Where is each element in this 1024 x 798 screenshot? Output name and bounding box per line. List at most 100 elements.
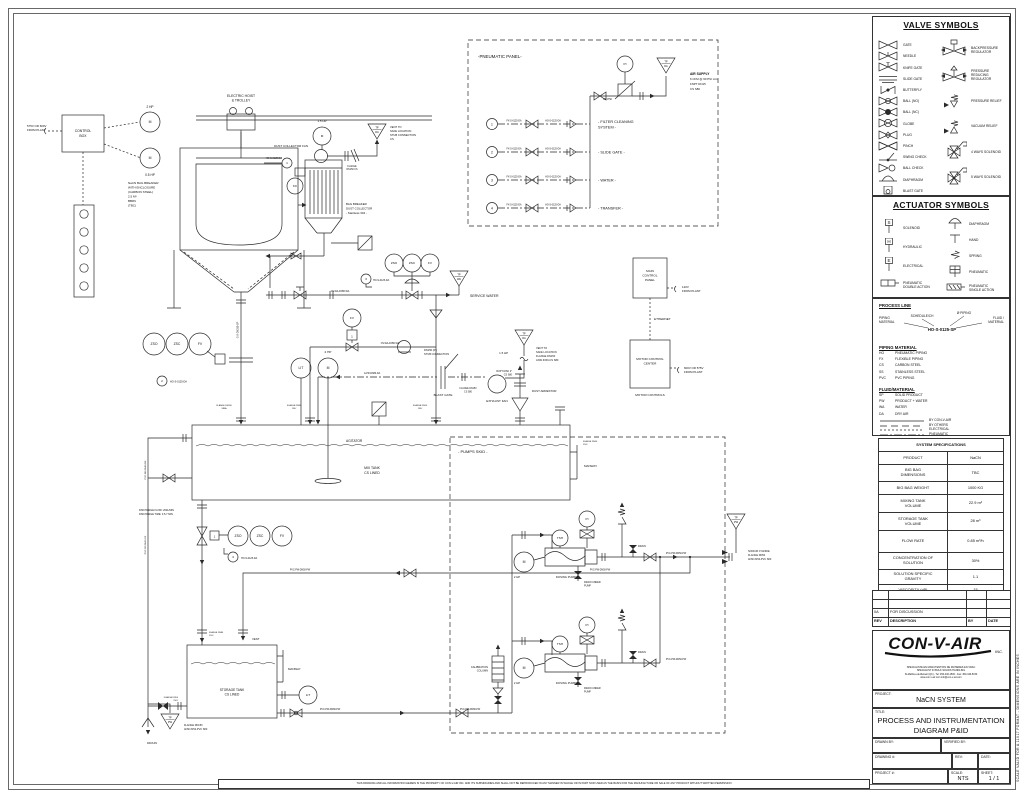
mix-tank-group — [191, 373, 578, 501]
bag-breaker5: BB#N — [128, 199, 136, 203]
tagline-1: SPECIALISTE EN MANUTENTION DE MATIERES E… — [906, 666, 976, 669]
code-desc: STAINLESS STEEL — [895, 369, 926, 374]
callout-diameter: Ø PIPING — [957, 311, 972, 315]
legend-label: SOLENOID — [903, 225, 921, 230]
svg-text:TSH: TSH — [557, 536, 563, 540]
exit3: ANSI #150-PVC S80 — [748, 558, 772, 561]
fv-fill: FV — [342, 308, 362, 328]
code-desc: SOLID PRODUCT — [895, 393, 923, 397]
svg-text:PW: PW — [734, 520, 739, 524]
rev-empty-cell — [966, 590, 987, 600]
svg-text:INC.: INC. — [995, 649, 1003, 654]
v120a: 120V — [682, 285, 689, 289]
mcc1: MOTOR CONTROL — [636, 357, 664, 361]
svg-text:PW: PW — [168, 720, 173, 724]
psingle-icon — [945, 280, 969, 298]
drawn-row: DRAWN BY: VERIFIED BY: — [872, 738, 1010, 753]
svg-text:H: H — [887, 239, 890, 244]
legend-label: NEEDLE — [903, 54, 917, 59]
svg-text:1: 1 — [491, 122, 493, 126]
piping-material-title: PIPING MATERIAL — [879, 345, 917, 350]
rev-empty-cell — [872, 599, 889, 609]
electric-hoist2: & TROLLEY — [232, 99, 251, 103]
bag-breaker3: (CARBON STEEL) — [128, 190, 153, 194]
legend-label: PNEUMATIC DOUBLE ACTION — [903, 280, 930, 289]
tag-4: 4 — [227, 551, 239, 563]
tag-3: 3 — [360, 273, 372, 285]
valve-swing-check: SWING CHECK — [877, 149, 927, 167]
fv-sol: 1 — [351, 335, 353, 339]
flow-arrow — [495, 644, 501, 649]
fluid-material-title: FLUID/MATERIAL — [879, 387, 915, 392]
sheet-label: SHEET: — [981, 770, 993, 775]
slide-icon — [877, 71, 903, 89]
drain-tagv1: PVC-DR-DN80-DR — [145, 460, 147, 479]
spec-value: 1.1 — [947, 569, 1004, 585]
legend-label: PNEUMATIC SINGLE ACTION — [969, 284, 995, 292]
ex-flange2: CS S80 — [464, 391, 473, 393]
code: SS — [879, 369, 884, 374]
ballno-icon — [877, 93, 903, 111]
svg-text:M: M — [149, 120, 152, 124]
reg-psi: 80 PSI — [603, 97, 612, 101]
fan-flange2: DN150 CS — [347, 169, 358, 171]
svg-text:DA: DA — [522, 336, 526, 340]
sheet-value: 1 / 1 — [988, 775, 1000, 782]
rev-header-cell: BY — [966, 617, 987, 627]
bag-breaker1: NaCN BAG BREAKER — [128, 181, 159, 185]
code: PW — [879, 399, 885, 404]
agit-hp: 2 HP — [325, 350, 332, 354]
project-label: PROJECT: — [875, 692, 892, 696]
aspring-icon — [945, 248, 969, 266]
preg-icon — [941, 64, 971, 88]
svg-text:LIT: LIT — [299, 366, 304, 370]
callout-piping-material: PIPING MATERIAL — [879, 316, 895, 324]
svg-text:TSH: TSH — [557, 642, 563, 646]
ex-flange1: FLANGE DN150 — [460, 387, 478, 390]
legend-label: PRESSURE RELIEF — [971, 98, 1002, 103]
line-type-by-con-v-air: BY CON-V-AIR — [879, 418, 951, 423]
line-type-pneumatic: PNEUMATIC — [879, 432, 948, 437]
legend-label: SLIDE GATE — [903, 76, 923, 81]
p2-du2: PUMP — [584, 691, 591, 694]
needle-icon — [877, 48, 903, 66]
fv-water: FV — [420, 253, 440, 273]
svg-text:DA: DA — [375, 130, 379, 134]
legend-label: HAND — [969, 238, 979, 243]
bpreg-icon — [941, 39, 971, 62]
bag-breaker4: 2.5 M³ — [128, 195, 137, 199]
plant-power2: FROM PLANT — [27, 128, 46, 132]
drawn-by-label: DRAWN BY: — [875, 740, 894, 744]
manway2: MANWAY — [288, 667, 301, 671]
legend-label: BALL CHECK — [903, 166, 924, 171]
legend-label: BLAST GATE — [903, 188, 924, 193]
flow-arrow — [335, 374, 340, 380]
rev-empty-cell — [872, 590, 889, 600]
fl1a: FLANGE DN200 — [216, 404, 232, 407]
valve-diaphragm: DIAPHRAGM — [877, 171, 923, 189]
dosing-pump-2 — [533, 614, 657, 687]
zsc-water: ZSC — [402, 253, 422, 273]
line-type-label: ELECTRICAL — [929, 427, 950, 432]
p2-tag: PVC-PW-DN50-PW — [666, 659, 687, 661]
rev-entry-cell — [966, 608, 987, 618]
legend-label: BACKPRESSURE REGULATOR — [971, 45, 999, 54]
con-v-air-logo: CON-V-AIR INC. — [884, 634, 1003, 658]
flow-arrow — [395, 570, 400, 576]
flow-arrow — [446, 292, 451, 298]
hoist-hp: 2 HP — [146, 105, 153, 109]
spec-label: PRODUCT — [878, 451, 948, 465]
collector1: BAG BREAKER — [346, 202, 367, 206]
legend-label: VACUUM RELIEF — [971, 124, 998, 129]
pump1-motor: M — [513, 551, 535, 573]
fl4b: 150# — [583, 444, 588, 446]
rev-entry-cell: FOR DISCUSSION — [888, 608, 967, 618]
vent-storage: VENT — [252, 637, 260, 641]
